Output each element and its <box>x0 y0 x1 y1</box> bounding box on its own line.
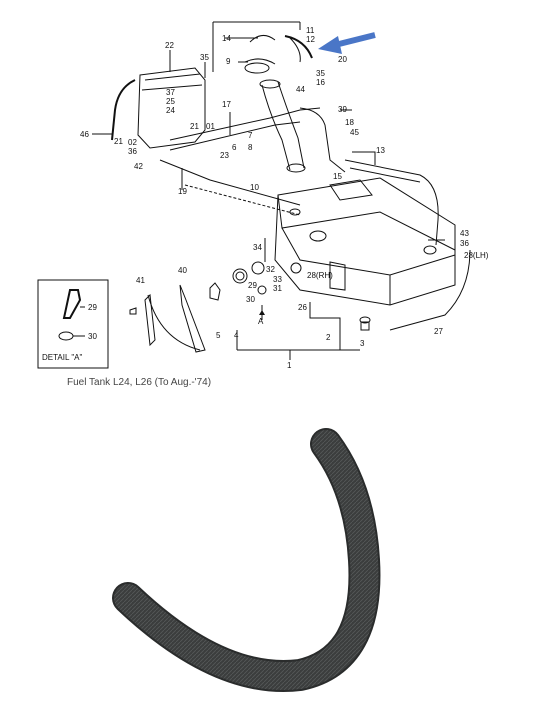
part-label-20: 20 <box>338 55 347 64</box>
part-label-1: 1 <box>287 361 292 370</box>
sub-tank <box>111 67 206 149</box>
arrow-marker-a: A <box>258 317 264 326</box>
main-fuel-tank <box>274 177 456 306</box>
part-label-44: 44 <box>296 85 305 94</box>
part-label-30: 30 <box>246 295 255 304</box>
part-label-4: 4 <box>234 331 239 340</box>
detail-a-label: DETAIL "A" <box>42 353 83 362</box>
fuel-lines <box>159 107 471 331</box>
arrow-shaft <box>334 32 376 48</box>
part-label-9: 9 <box>226 57 231 66</box>
part-label-40: 40 <box>178 266 187 275</box>
part-label-33: 33 <box>273 275 282 284</box>
part-label-3: 3 <box>360 339 365 348</box>
part-label-13: 13 <box>376 146 385 155</box>
rubber-fuel-hose-photo <box>112 428 381 692</box>
filler-neck <box>244 35 313 173</box>
part-label-10: 10 <box>250 183 259 192</box>
detail-a-box: 29 30 DETAIL "A" <box>37 279 109 369</box>
part-label-12: 12 <box>306 35 315 44</box>
part-label-23: 23 <box>220 151 229 160</box>
part-label-31: 31 <box>273 284 282 293</box>
part-label-16: 16 <box>316 78 325 87</box>
part-label-11: 11 <box>306 26 315 35</box>
part-label-27: 27 <box>434 327 443 336</box>
part-label-19: 19 <box>178 187 187 196</box>
part-label-28-rh: 28(RH) <box>307 271 333 280</box>
part-label-22: 22 <box>165 41 174 50</box>
part-label-17: 17 <box>222 100 231 109</box>
leader-lines <box>92 21 445 360</box>
part-label-32: 32 <box>266 265 275 274</box>
detail-a-arrowhead <box>259 310 265 315</box>
part-label-21-a: 21 <box>114 137 123 146</box>
part-label-2: 2 <box>326 333 331 342</box>
part-label-45: 45 <box>350 128 359 137</box>
small-parts <box>129 261 371 353</box>
part-label-8: 8 <box>248 143 253 152</box>
fuel-tank-exploded-diagram: 29 30 DETAIL "A" 11 12 14 22 35 9 20 35 … <box>37 21 489 370</box>
part-label-02: 02 <box>128 138 137 147</box>
part-label-6: 6 <box>232 143 237 152</box>
part-label-42: 42 <box>134 162 143 171</box>
part-label-21-b: 21 <box>190 122 199 131</box>
detail-a-part-29: 29 <box>88 303 97 312</box>
part-label-36-a: 36 <box>128 147 137 156</box>
part-label-37: 37 <box>166 88 175 97</box>
part-label-01: 01 <box>206 122 215 131</box>
part-label-39: 39 <box>338 105 347 114</box>
part-label-7: 7 <box>248 131 253 140</box>
detail-a-frame <box>37 279 109 369</box>
detail-a-part-30: 30 <box>88 332 97 341</box>
part-label-35-a: 35 <box>200 53 209 62</box>
part-label-46: 46 <box>80 130 89 139</box>
part-label-26: 26 <box>298 303 307 312</box>
part-label-34: 34 <box>253 243 262 252</box>
part-label-29: 29 <box>248 281 257 290</box>
hose-body <box>114 430 379 690</box>
part-label-25: 25 <box>166 97 175 106</box>
part-label-43: 43 <box>460 229 469 238</box>
part-label-5: 5 <box>216 331 221 340</box>
part-label-35-b: 35 <box>316 69 325 78</box>
part-label-15: 15 <box>333 172 342 181</box>
diagram-caption: Fuel Tank L24, L26 (To Aug.-'74) <box>67 377 212 388</box>
part-label-41: 41 <box>136 276 145 285</box>
part-label-18: 18 <box>345 118 354 127</box>
blue-pointer-arrow <box>318 32 376 54</box>
part-label-14: 14 <box>222 34 231 43</box>
part-label-24: 24 <box>166 106 175 115</box>
arrow-head <box>318 36 342 54</box>
part-labels: 11 12 14 22 35 9 20 35 16 37 25 24 44 39… <box>80 26 489 370</box>
part-label-28-lh: 28(LH) <box>464 251 489 260</box>
part-label-36-b: 36 <box>460 239 469 248</box>
